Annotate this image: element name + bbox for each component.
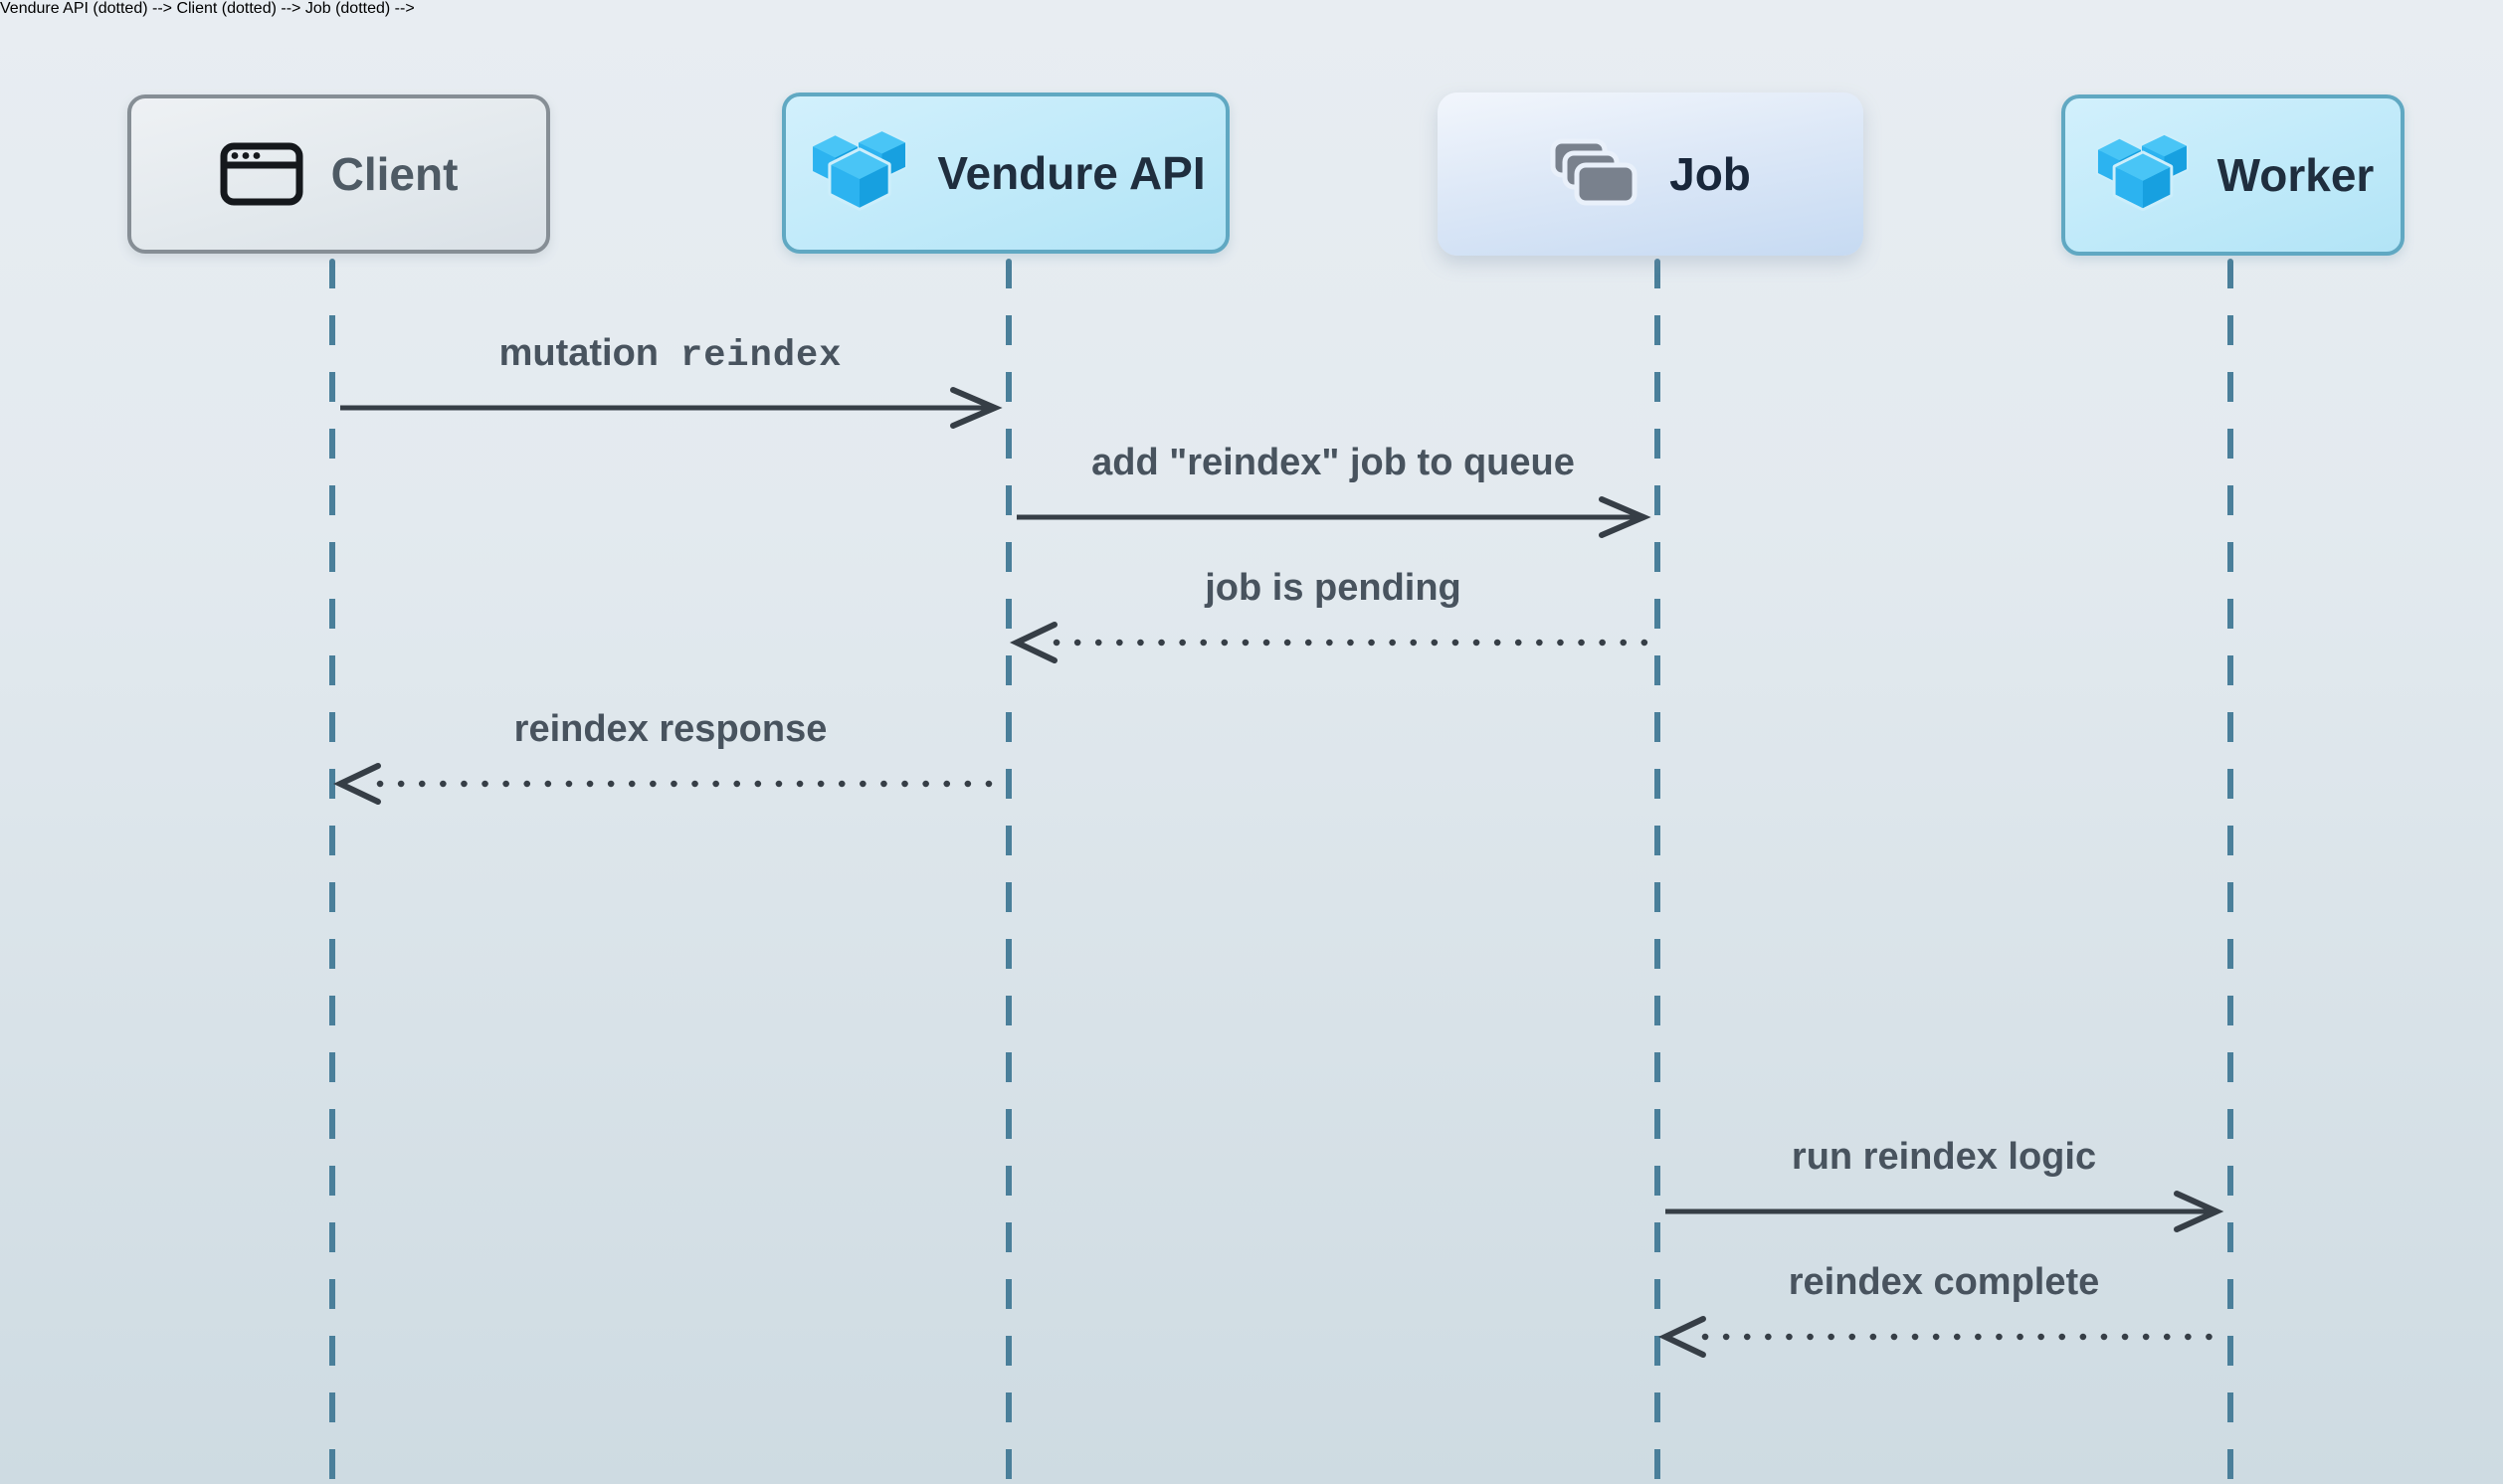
message-reindex-response: reindex response — [332, 704, 1009, 814]
message-code: reindex — [680, 335, 843, 377]
dotted-arrow-left-icon — [1009, 622, 1653, 663]
message-add-job-to-queue: add "reindex" job to queue — [1009, 438, 1657, 547]
message-label: add "reindex" job to queue — [1091, 442, 1575, 483]
message-reindex-complete: reindex complete — [1657, 1257, 2230, 1367]
lifeline-client — [329, 259, 335, 1484]
actor-worker: Worker — [2061, 94, 2405, 256]
message-label: reindex complete — [1788, 1261, 2100, 1303]
actor-job: Job — [1438, 93, 1863, 256]
message-label: job is pending — [1205, 567, 1461, 609]
vendure-logo-icon — [2095, 132, 2189, 212]
message-label: reindex response — [513, 708, 828, 750]
message-run-reindex-logic: run reindex logic — [1657, 1132, 2230, 1241]
actor-label: Client — [330, 148, 459, 200]
message-label: run reindex logic — [1791, 1136, 2097, 1178]
actor-client: Client — [127, 94, 550, 254]
dotted-arrow-left-icon — [332, 763, 1005, 805]
solid-arrow-right-icon — [340, 387, 1003, 429]
solid-arrow-right-icon — [1017, 496, 1651, 538]
solid-arrow-right-icon — [1665, 1191, 2224, 1232]
lifeline-job — [1654, 259, 1660, 1484]
actor-vendure-api: Vendure API — [782, 93, 1230, 254]
dotted-arrow-left-icon — [1657, 1316, 2226, 1358]
browser-window-icon — [220, 142, 303, 206]
message-job-is-pending: job is pending — [1009, 563, 1657, 672]
lifeline-worker — [2227, 259, 2233, 1484]
actor-label: Job — [1669, 148, 1751, 200]
job-stack-icon — [1550, 138, 1637, 206]
actor-label: Vendure API — [937, 147, 1206, 199]
vendure-logo-icon — [811, 129, 908, 211]
lifeline-vendure-api — [1006, 259, 1012, 1484]
actor-label: Worker — [2216, 149, 2375, 201]
